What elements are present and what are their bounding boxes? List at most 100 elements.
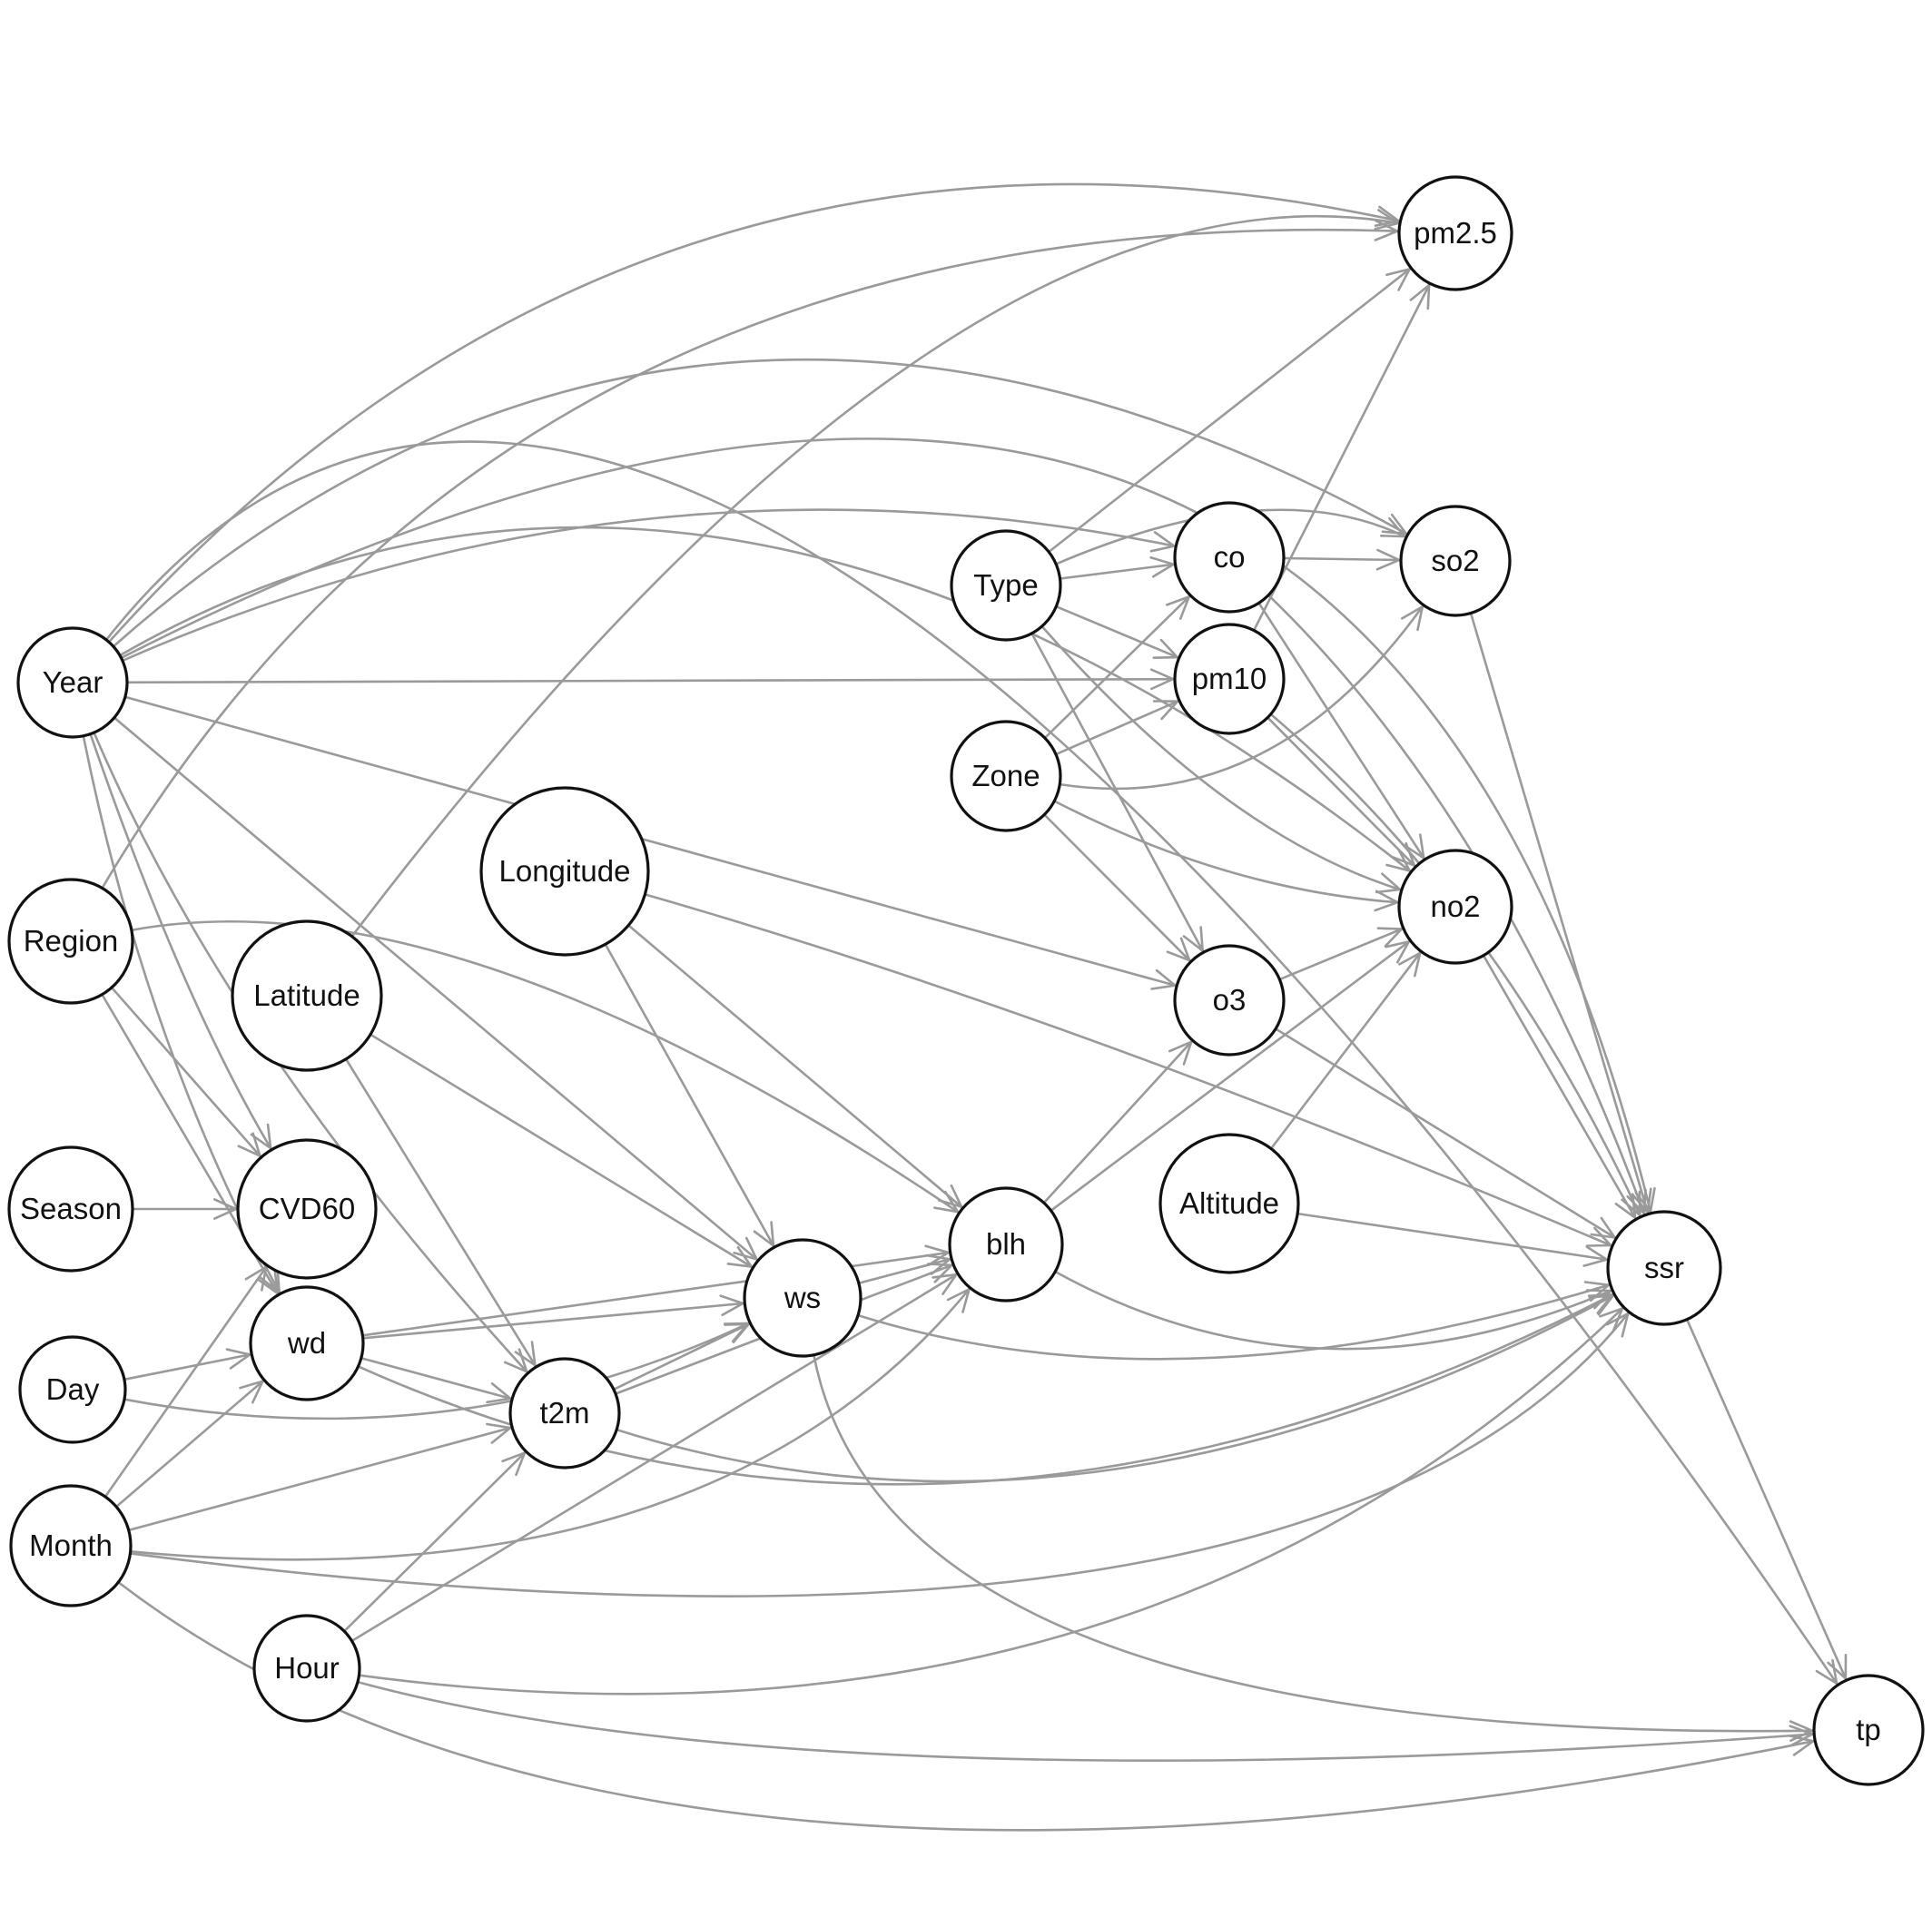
- arrowhead-icon: [1375, 548, 1403, 571]
- edge-line: [120, 437, 1652, 1213]
- node-blh[interactable]: blh: [948, 1186, 1064, 1302]
- edge-month-ssr: [130, 1311, 1631, 1597]
- edge-month-t2m: [128, 1422, 514, 1532]
- node-label: pm2.5: [1414, 216, 1497, 250]
- arrowhead-icon: [250, 1123, 272, 1151]
- arrowhead-icon: [1409, 282, 1431, 310]
- edge-month-blh: [130, 1286, 971, 1561]
- node-label: no2: [1430, 890, 1480, 923]
- edge-line: [813, 1354, 1813, 1733]
- arrowhead-icon: [1166, 937, 1192, 963]
- edge-line: [89, 733, 272, 1149]
- arrowhead-icon: [1789, 1725, 1816, 1747]
- arrowhead-icon: [724, 1322, 752, 1343]
- node-circle: [1812, 1674, 1925, 1786]
- edge-line: [113, 716, 758, 1261]
- edge-longitude-ws: [604, 943, 775, 1249]
- node-month[interactable]: Month: [9, 1484, 133, 1607]
- node-hour[interactable]: Hour: [252, 1614, 361, 1723]
- edge-line: [1060, 563, 1174, 580]
- edge-line: [1053, 800, 1398, 904]
- edge-line: [857, 1283, 1610, 1361]
- arrowhead-icon: [1599, 1306, 1625, 1332]
- arrowhead-icon: [1631, 1187, 1652, 1215]
- edge-ws-blh: [858, 1253, 953, 1284]
- arrowhead-icon: [1398, 950, 1423, 978]
- edge-line: [1275, 1027, 1616, 1239]
- edge-hour-tp: [357, 1680, 1816, 1763]
- node-circle: [479, 786, 650, 957]
- arrowhead-icon: [1166, 595, 1191, 620]
- node-t2m[interactable]: t2m: [508, 1357, 621, 1470]
- edge-blh-no2: [1050, 939, 1412, 1212]
- node-ws[interactable]: ws: [743, 1238, 862, 1358]
- edge-line: [131, 919, 959, 1214]
- node-co[interactable]: co: [1173, 501, 1286, 614]
- arrowhead-icon: [1590, 1216, 1618, 1240]
- edge-type-pm25: [1048, 267, 1413, 554]
- arrowhead-icon: [1149, 531, 1178, 553]
- node-tp[interactable]: tp: [1812, 1674, 1925, 1786]
- node-no2[interactable]: no2: [1397, 849, 1513, 965]
- edge-line: [122, 508, 1175, 663]
- node-year[interactable]: Year: [16, 626, 129, 739]
- edge-zone-pm10: [1055, 700, 1181, 756]
- node-circle: [249, 1285, 365, 1401]
- node-circle: [1173, 623, 1286, 735]
- node-so2[interactable]: so2: [1399, 505, 1512, 617]
- node-day[interactable]: Day: [18, 1335, 127, 1444]
- node-label: co: [1214, 540, 1246, 574]
- arrowhead-icon: [1152, 638, 1180, 659]
- node-pm10[interactable]: pm10: [1173, 623, 1286, 735]
- arrowhead-icon: [1385, 939, 1412, 964]
- edge-line: [343, 1451, 526, 1633]
- node-altitude[interactable]: Altitude: [1158, 1133, 1300, 1274]
- node-o3[interactable]: o3: [1173, 944, 1286, 1057]
- node-region[interactable]: Region: [7, 878, 134, 1005]
- edge-zone-o3: [1043, 813, 1192, 963]
- node-latitude[interactable]: Latitude: [231, 919, 383, 1072]
- edge-line: [104, 1266, 268, 1498]
- arrowhead-icon: [1374, 890, 1401, 912]
- arrowhead-icon: [1149, 555, 1177, 578]
- node-pm25[interactable]: pm2.5: [1397, 175, 1513, 291]
- arrowhead-icon: [1582, 1245, 1610, 1267]
- node-longitude[interactable]: Longitude: [479, 786, 650, 957]
- arrowhead-icon: [933, 1190, 961, 1214]
- edge-pm10-pm25: [1252, 282, 1431, 632]
- edge-line: [130, 1312, 1630, 1597]
- arrowhead-icon: [1149, 668, 1177, 691]
- node-ssr[interactable]: ssr: [1606, 1210, 1722, 1326]
- node-label: Year: [43, 665, 104, 699]
- arrowhead-icon: [1585, 1226, 1614, 1247]
- edge-line: [111, 987, 261, 1157]
- edge-line: [1269, 952, 1422, 1150]
- edge-line: [350, 214, 1399, 938]
- edge-year-o3: [124, 695, 1178, 990]
- edge-month-wd: [115, 1379, 265, 1508]
- edge-line: [105, 440, 1838, 1685]
- edge-hour-ssr: [359, 1306, 1625, 1696]
- node-label: ssr: [1644, 1251, 1684, 1284]
- edge-blh-ssr: [1054, 1270, 1614, 1351]
- node-zone[interactable]: Zone: [950, 720, 1062, 832]
- arrowhead-icon: [486, 1422, 514, 1444]
- edge-season-cvd60: [133, 1198, 240, 1220]
- node-label: ws: [784, 1281, 821, 1314]
- edge-o3-ssr: [1275, 1027, 1618, 1240]
- node-season[interactable]: Season: [7, 1145, 134, 1273]
- arrowhead-icon: [924, 1244, 951, 1267]
- node-wd[interactable]: wd: [249, 1285, 365, 1401]
- node-circle: [7, 1145, 134, 1273]
- edge-hour-blh: [350, 1273, 960, 1643]
- node-type[interactable]: Type: [950, 529, 1062, 642]
- edge-day-wd: [123, 1348, 253, 1381]
- edge-type-pm10: [1055, 605, 1180, 659]
- edge-line: [1685, 1319, 1848, 1679]
- node-cvd60[interactable]: CVD60: [236, 1138, 378, 1280]
- edge-line: [1043, 595, 1190, 739]
- edge-region-cvd60: [111, 987, 262, 1158]
- edge-line: [613, 1322, 750, 1391]
- arrowhead-icon: [726, 1245, 754, 1269]
- edge-latitude-pm25: [350, 209, 1402, 938]
